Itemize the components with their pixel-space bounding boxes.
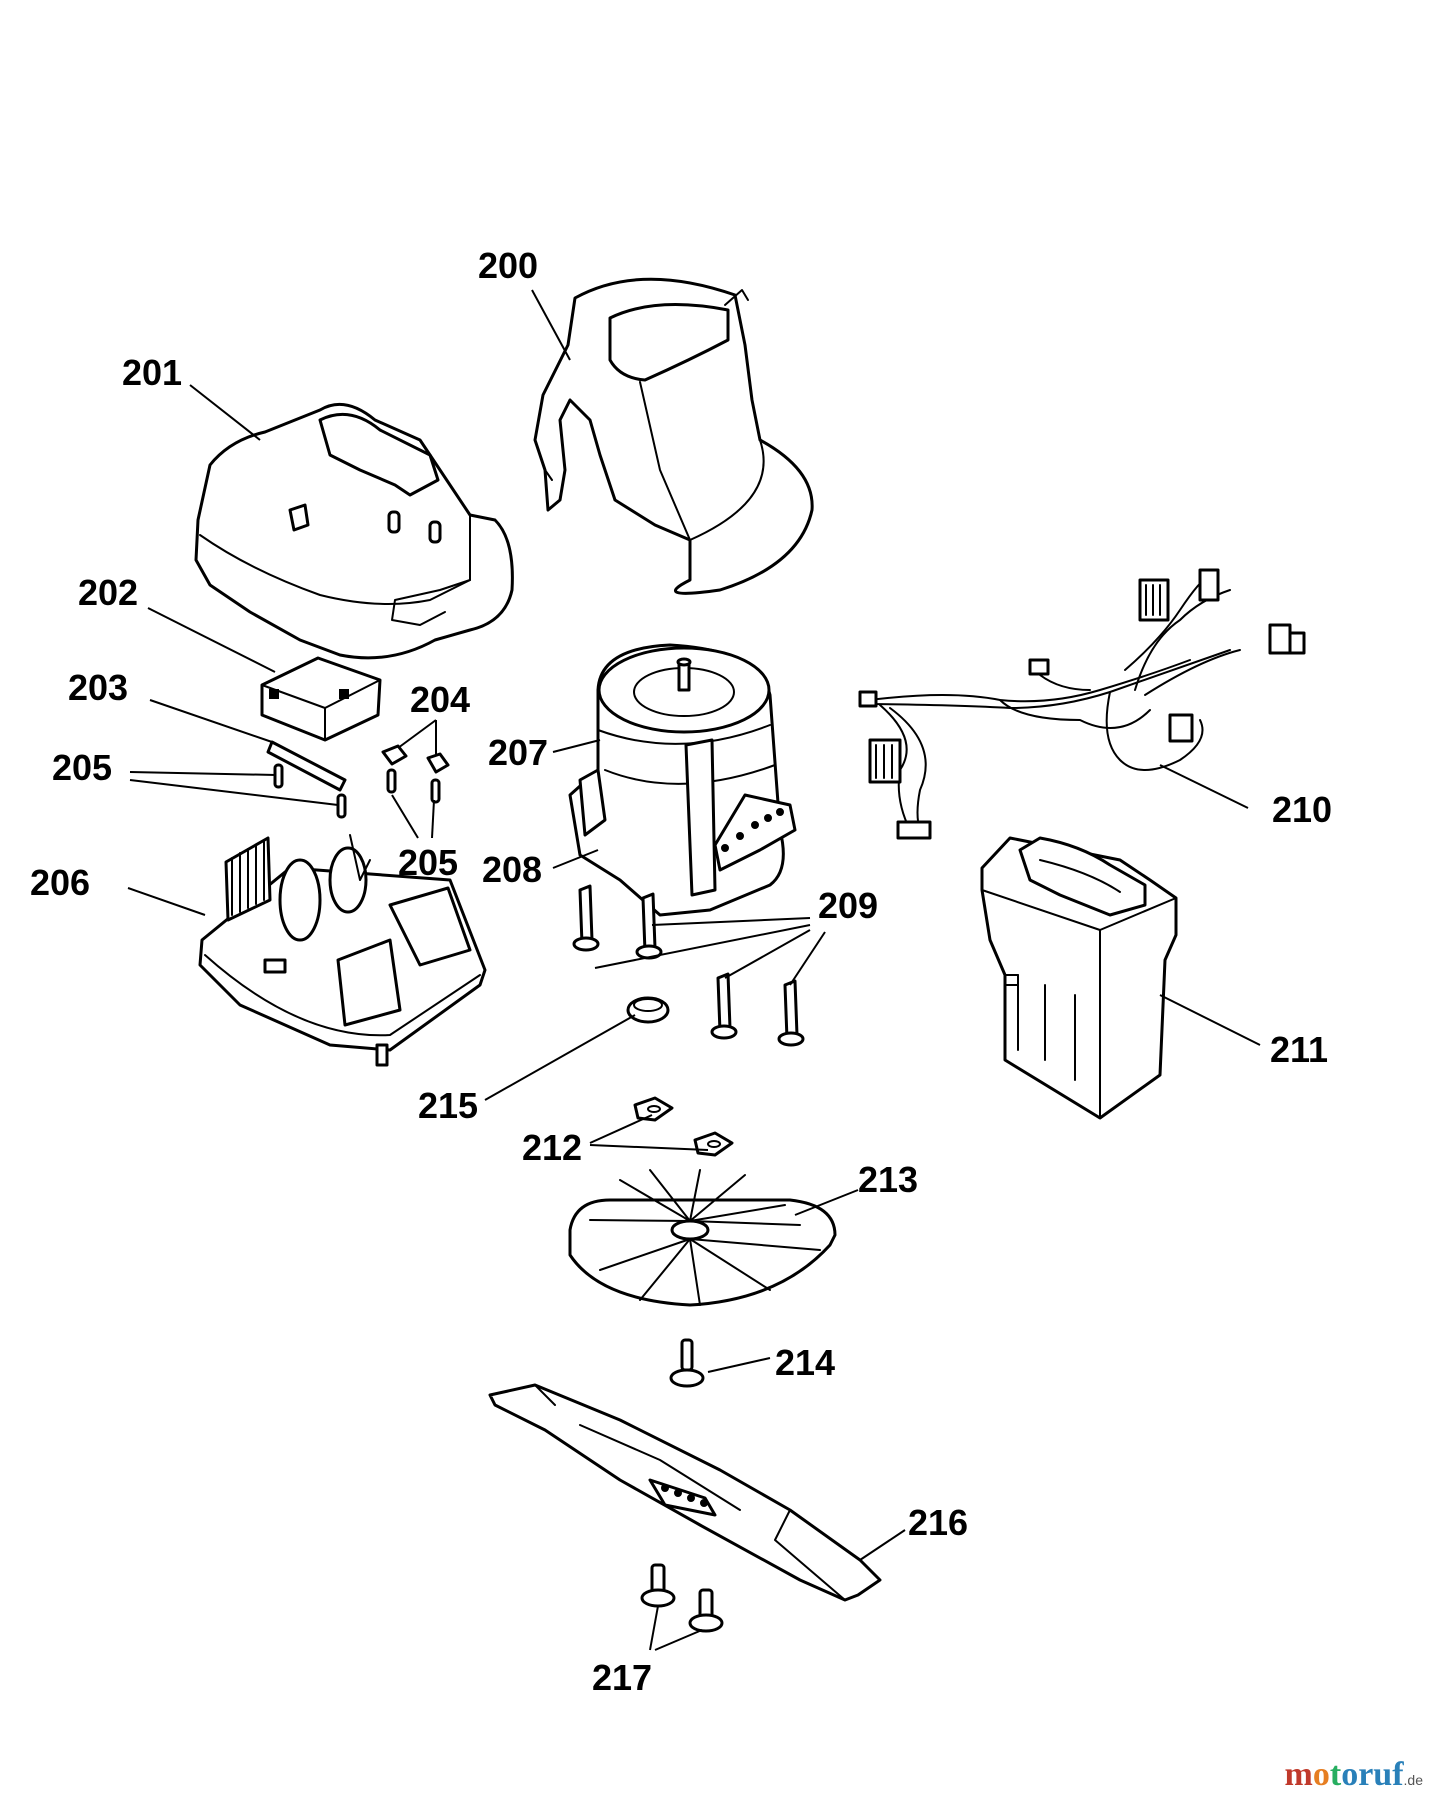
callout-209: 209: [818, 885, 878, 926]
callout-202: 202: [78, 572, 138, 613]
part-213-fan: [568, 1169, 837, 1307]
leader-lines: [127, 289, 1261, 1651]
part-211-battery: [980, 836, 1178, 1120]
callout-213: 213: [858, 1159, 918, 1200]
part-202-transformer: [260, 656, 382, 742]
callout-215: 215: [418, 1085, 478, 1126]
part-203-strip: [266, 740, 347, 792]
callout-203: 203: [68, 667, 128, 708]
part-201-top-cover: [194, 402, 514, 660]
callout-201: 201: [122, 352, 182, 393]
part-205-screws: [273, 763, 441, 819]
callout-200: 200: [478, 245, 538, 286]
part-207-208-motor: [568, 643, 797, 917]
part-204-clips: [381, 744, 450, 774]
part-209-bolts: [572, 884, 805, 1047]
part-214-screw: [669, 1338, 705, 1388]
watermark-logo: motoruf.de: [1285, 1756, 1423, 1794]
callout-205-left: 205: [52, 747, 112, 788]
watermark-suffix: .de: [1403, 1772, 1423, 1788]
part-216-blade: [488, 1383, 882, 1602]
callout-212: 212: [522, 1127, 582, 1168]
callout-labels: 200 201 202 203 204 205 205 206 207 208 …: [30, 245, 1332, 1698]
callout-217: 217: [592, 1657, 652, 1698]
callout-211: 211: [1270, 1029, 1328, 1070]
callout-208: 208: [482, 849, 542, 890]
part-212-nuts: [633, 1096, 734, 1157]
callout-216: 216: [908, 1502, 968, 1543]
part-217-blade-bolts: [640, 1563, 724, 1633]
callout-210: 210: [1272, 789, 1332, 830]
watermark-part-4: oruf: [1341, 1756, 1404, 1793]
part-206-control-board: [198, 834, 487, 1067]
watermark-part-3: t: [1329, 1756, 1342, 1793]
part-215-washer: [626, 996, 670, 1024]
callout-214: 214: [775, 1342, 835, 1383]
watermark-part-2: o: [1312, 1756, 1330, 1793]
callout-204: 204: [410, 679, 470, 720]
part-200-motor-hood: [533, 277, 814, 595]
callout-205-right: 205: [398, 842, 458, 883]
callout-207: 207: [488, 732, 548, 773]
watermark-part-1: m: [1284, 1756, 1313, 1793]
callout-206: 206: [30, 862, 90, 903]
part-210-wiring-harness: [858, 568, 1306, 840]
